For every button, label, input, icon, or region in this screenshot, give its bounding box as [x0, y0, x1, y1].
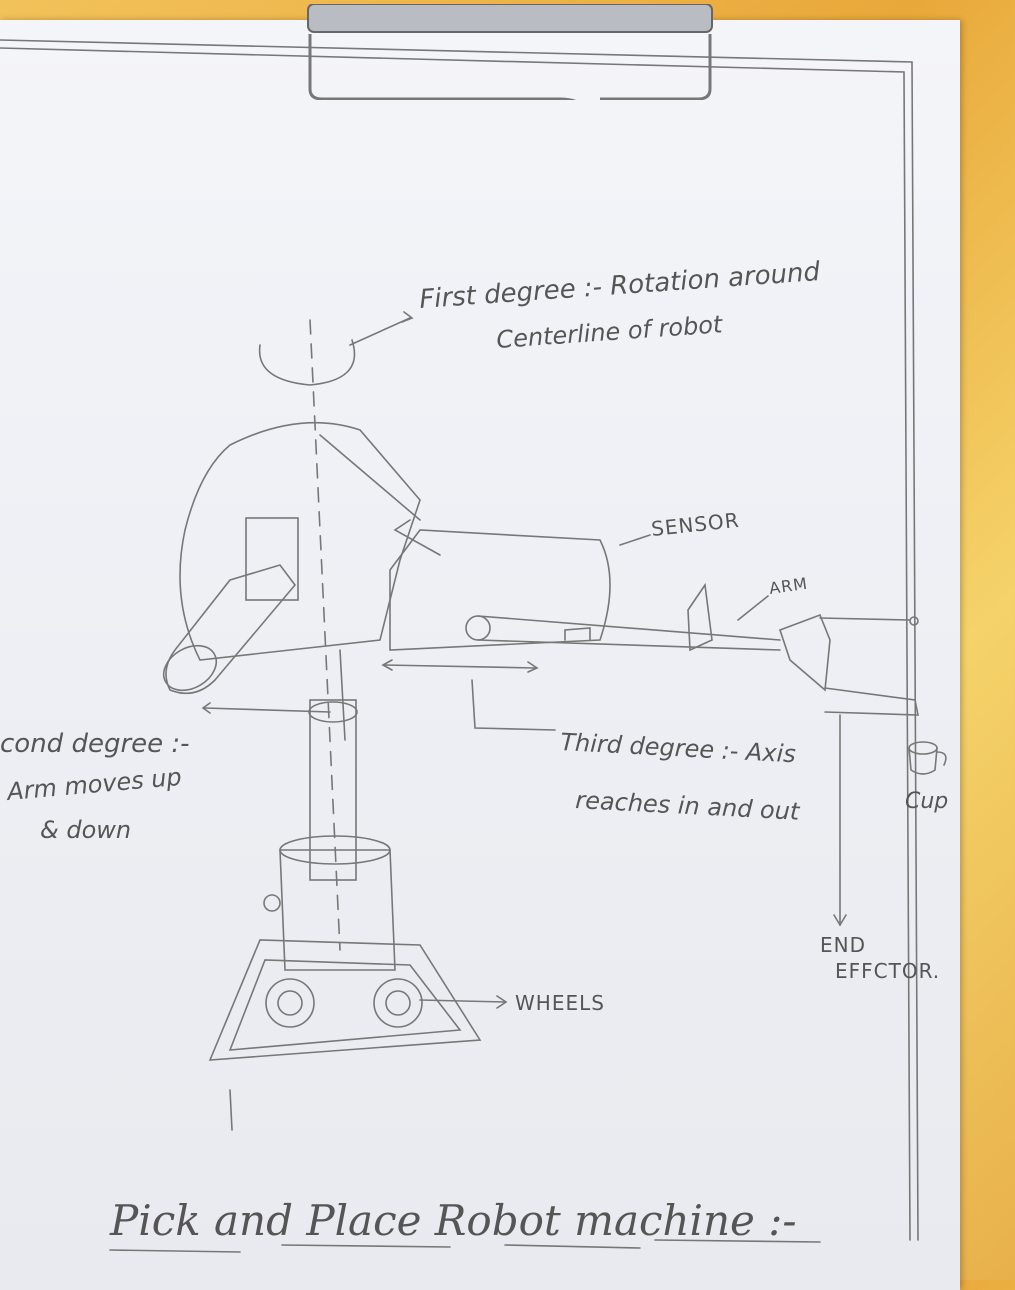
arm-label: ARM	[768, 574, 809, 598]
second-degree-line3: & down	[40, 816, 131, 844]
gripper	[780, 615, 830, 690]
third-degree-sub: reaches in and out	[575, 786, 802, 826]
cup-label: Cup	[905, 789, 948, 814]
first-degree-sub: Centerline of robot	[495, 310, 724, 354]
end-effector-label: END	[820, 933, 866, 957]
wheel-left	[266, 979, 314, 1027]
second-degree-line2: Arm moves up	[4, 763, 183, 806]
rotation-arrow	[260, 340, 355, 385]
end-effector-sub: EFFCTOR.	[835, 959, 940, 983]
second-degree-label: cond degree :-	[0, 729, 190, 759]
column	[310, 700, 356, 880]
first-degree-label: First degree :- Rotation around	[418, 257, 821, 315]
cup-sketch	[909, 742, 946, 774]
robot-body	[180, 423, 420, 660]
sensor-label: SENSOR	[650, 508, 741, 541]
page-title: Pick and Place Robot machine :-	[109, 1196, 797, 1245]
wheels-label: WHEELS	[515, 991, 605, 1015]
base	[280, 850, 395, 970]
arm-housing	[390, 530, 610, 650]
wheel-right	[374, 979, 422, 1027]
third-degree-label: Third degree :- Axis	[560, 728, 797, 768]
